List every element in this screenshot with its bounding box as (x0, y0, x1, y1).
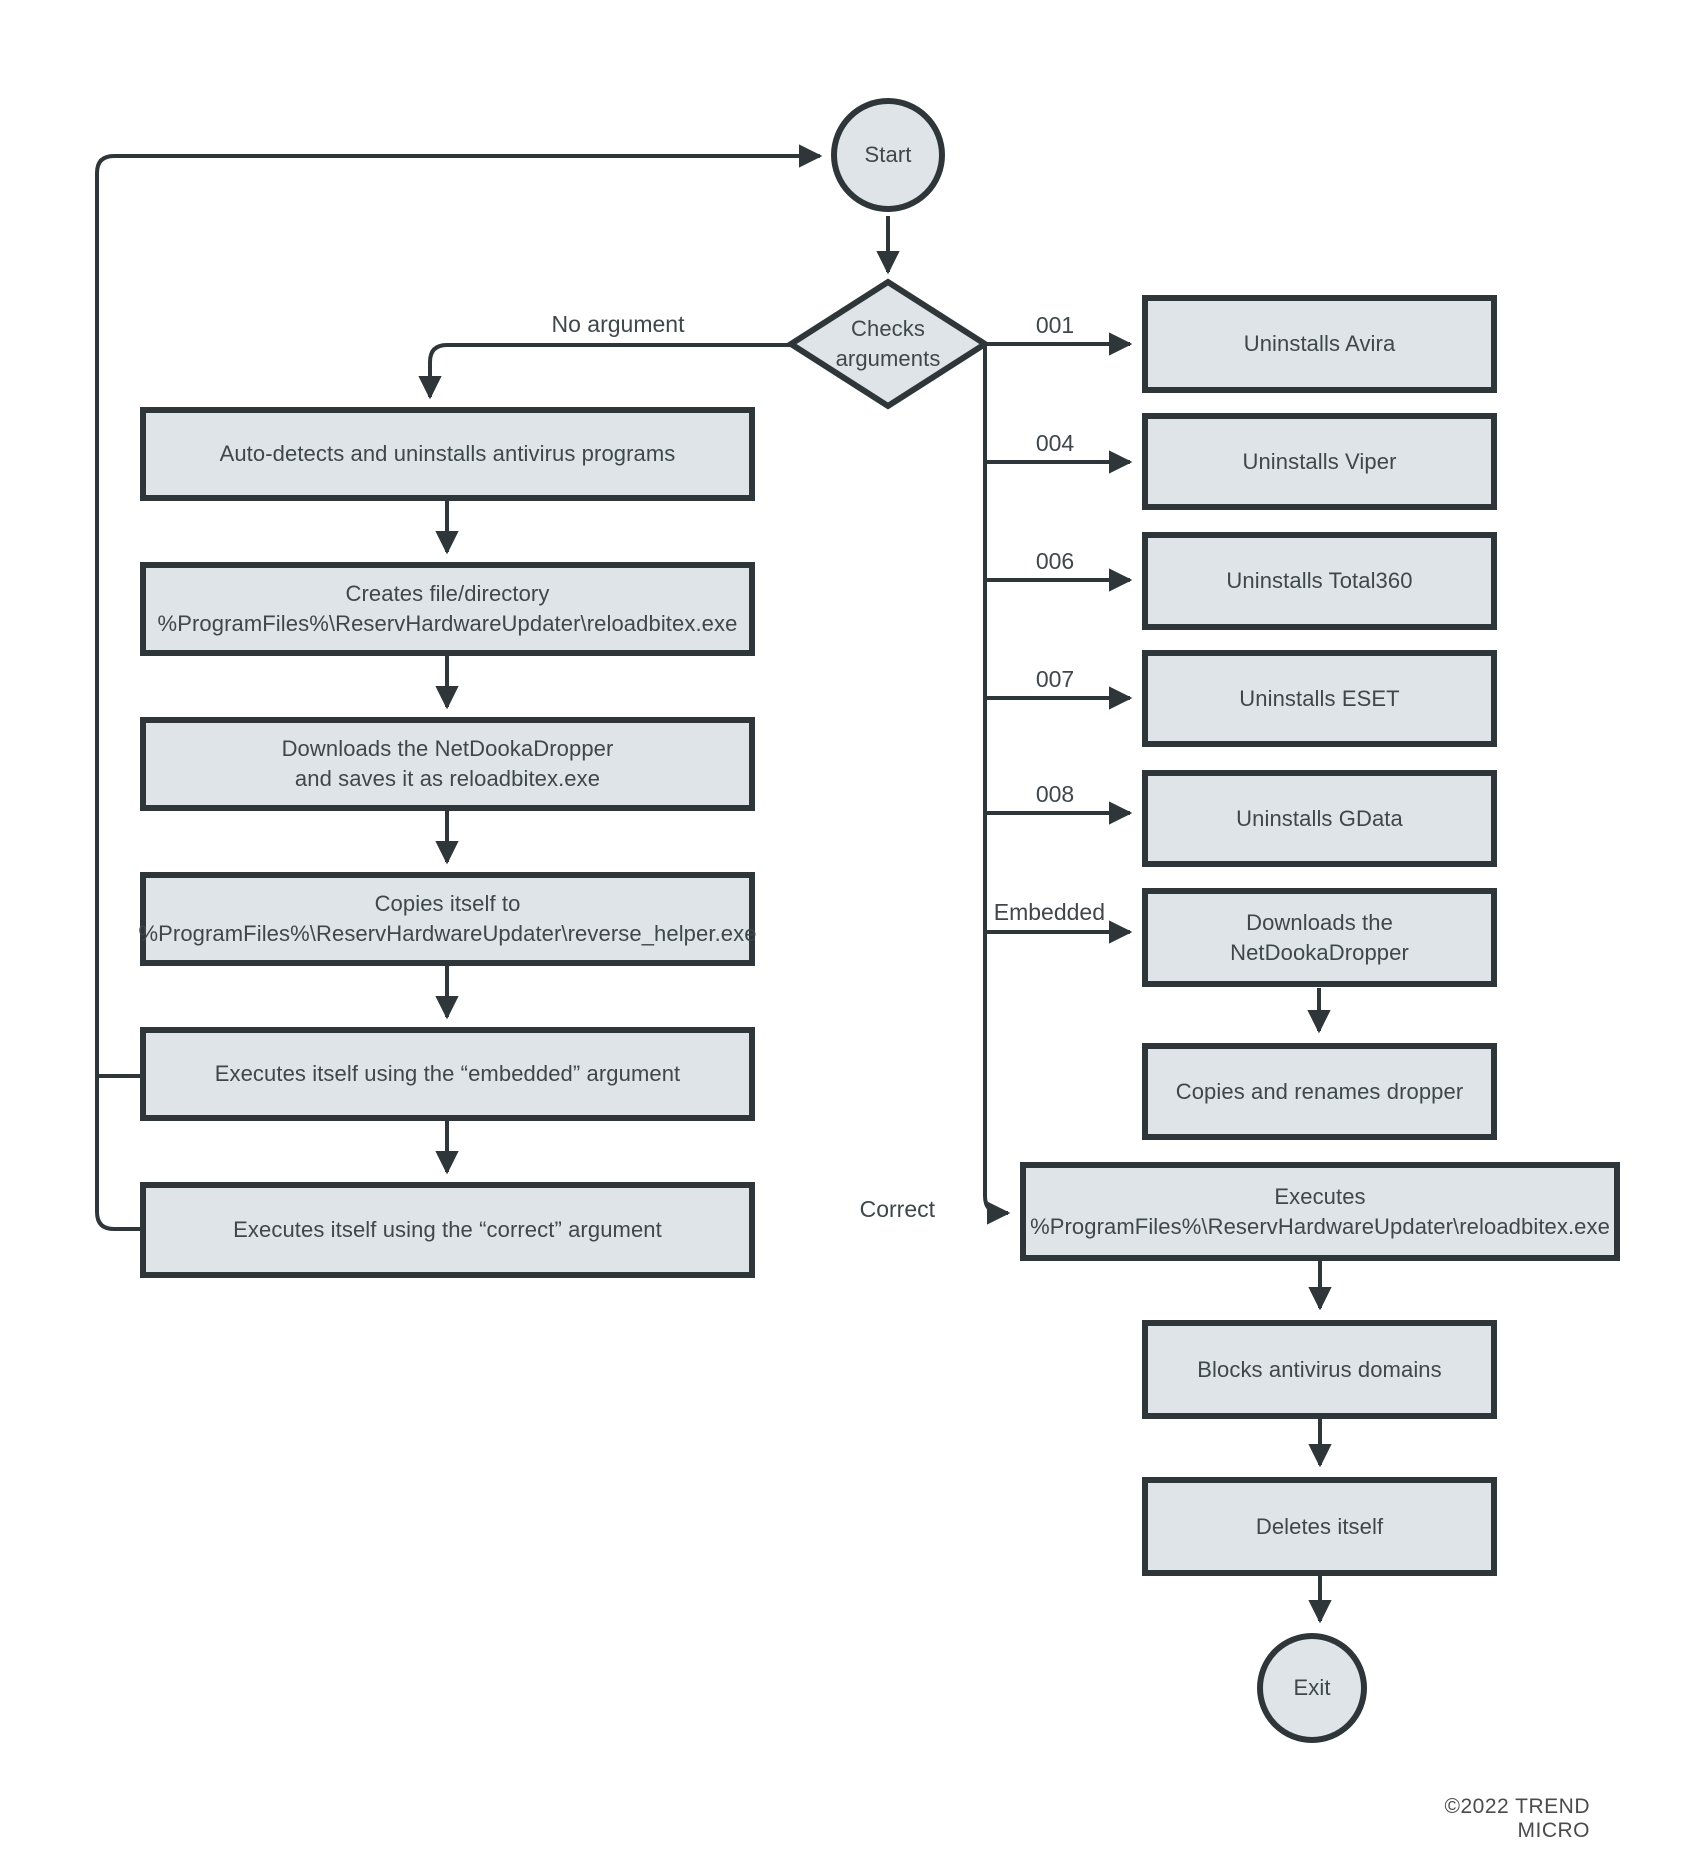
downloads-netdooka-box: Downloads the NetDookaDropper (1142, 888, 1497, 987)
executes-reloadbitex-box: Executes %ProgramFiles%\ReservHardwareUp… (1020, 1162, 1620, 1261)
exit-node: Exit (1257, 1633, 1367, 1743)
uninstalls-total360-box: Uninstalls Total360 (1142, 532, 1497, 630)
edge-label-embedded: Embedded (993, 899, 1105, 925)
copies-itself-label: Copies itself to %ProgramFiles%\ReservHa… (138, 891, 757, 946)
uninstalls-gdata-label: Uninstalls GData (1236, 805, 1403, 831)
blocks-domains-label: Blocks antivirus domains (1197, 1356, 1442, 1382)
start-label: Start (864, 142, 912, 168)
executes-reloadbitex-label: Executes %ProgramFiles%\ReservHardwareUp… (1030, 1183, 1610, 1239)
creates-file-label: Creates file/directory %ProgramFiles%\Re… (157, 581, 738, 636)
auto-detects-box: Auto-detects and uninstalls antivirus pr… (140, 407, 755, 501)
executes-correct-label: Executes itself using the “correct” argu… (233, 1217, 662, 1243)
start-node: Start (831, 98, 945, 212)
executes-correct-box: Executes itself using the “correct” argu… (140, 1182, 755, 1278)
edge-no-argument (418, 343, 791, 400)
edge-correct-branch (983, 344, 1011, 1225)
uninstalls-avira-label: Uninstalls Avira (1243, 331, 1396, 357)
downloads-dropper-box: Downloads the NetDookaDropper and saves … (140, 717, 755, 811)
uninstalls-total360-label: Uninstalls Total360 (1226, 568, 1413, 594)
decision-diamond-shape (785, 278, 991, 410)
edge-label-004: 004 (1035, 430, 1075, 456)
edge-label-correct: Correct (859, 1196, 935, 1222)
exit-label: Exit (1293, 1675, 1331, 1701)
deletes-itself-label: Deletes itself (1255, 1513, 1384, 1539)
uninstalls-gdata-box: Uninstalls GData (1142, 770, 1497, 867)
deletes-itself-box: Deletes itself (1142, 1477, 1497, 1576)
executes-embedded-box: Executes itself using the “embedded” arg… (140, 1027, 755, 1121)
copies-itself-box: Copies itself to %ProgramFiles%\ReservHa… (138, 872, 757, 966)
uninstalls-avira-box: Uninstalls Avira (1142, 295, 1497, 393)
uninstalls-eset-box: Uninstalls ESET (1142, 650, 1497, 747)
copyright-text: ©2022 TREND MICRO (1444, 1795, 1590, 1842)
executes-embedded-label: Executes itself using the “embedded” arg… (214, 1061, 681, 1087)
uninstalls-eset-label: Uninstalls ESET (1239, 685, 1400, 711)
checks-arguments-label: Checks arguments (835, 316, 941, 371)
copies-renames-label: Copies and renames dropper (1175, 1078, 1464, 1104)
edge-label-006: 006 (1035, 548, 1075, 574)
downloads-dropper-label: Downloads the NetDookaDropper and saves … (281, 736, 614, 791)
blocks-domains-box: Blocks antivirus domains (1142, 1320, 1497, 1419)
downloads-netdooka-label: Downloads the NetDookaDropper (1230, 909, 1409, 965)
edge-label-007: 007 (1035, 666, 1075, 692)
edge-label-008: 008 (1035, 781, 1075, 807)
edge-label-001: 001 (1035, 312, 1075, 338)
uninstalls-viper-box: Uninstalls Viper (1142, 413, 1497, 510)
edge-label-no-argument: No argument (551, 311, 685, 337)
checks-arguments-decision: Checks arguments (808, 292, 968, 396)
creates-file-box: Creates file/directory %ProgramFiles%\Re… (140, 562, 755, 656)
auto-detects-label: Auto-detects and uninstalls antivirus pr… (219, 441, 676, 467)
copies-renames-box: Copies and renames dropper (1142, 1043, 1497, 1140)
edge-feedback-to-start (95, 144, 823, 1231)
uninstalls-viper-label: Uninstalls Viper (1242, 448, 1397, 474)
